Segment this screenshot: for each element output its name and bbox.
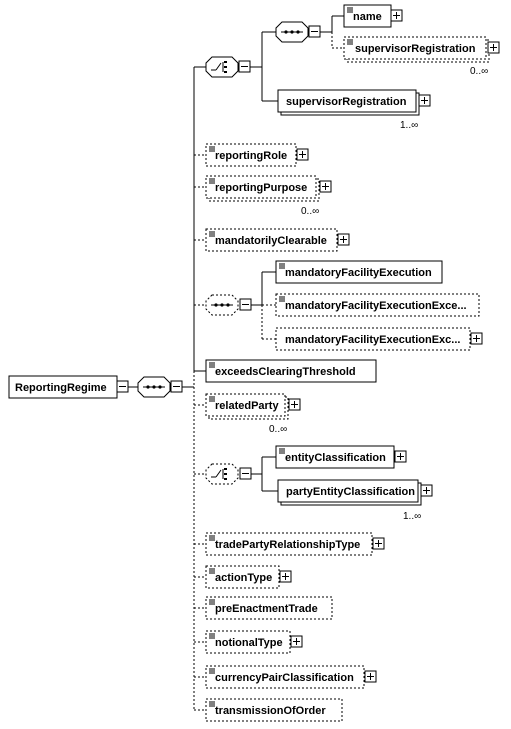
element-related-party[interactable]: relatedParty bbox=[205, 393, 289, 420]
element-name[interactable]: name bbox=[343, 4, 392, 28]
entity-classification-label: entityClassification bbox=[285, 452, 386, 464]
reporting-role-expand-button[interactable] bbox=[296, 148, 309, 161]
mandatorily-clearable-expand-button[interactable] bbox=[337, 233, 350, 246]
choice-supervisor-collapse-button[interactable] bbox=[238, 60, 251, 73]
element-reporting-purpose[interactable]: reportingPurpose bbox=[205, 175, 320, 202]
element-currency-pair-classification[interactable]: currencyPairClassification bbox=[205, 665, 365, 689]
related-party-occurrence: 0..∞ bbox=[269, 424, 287, 435]
pre-enactment-trade-label: preEnactmentTrade bbox=[215, 603, 318, 615]
element-reporting-role[interactable]: reportingRole bbox=[205, 143, 297, 167]
element-party-entity-classification[interactable]: partyEntityClassification bbox=[277, 479, 422, 506]
notional-type-label: notionalType bbox=[215, 637, 283, 649]
root-collapse-button[interactable] bbox=[116, 380, 129, 393]
supervisor-registration-optional-label: supervisorRegistration bbox=[355, 43, 476, 55]
trade-party-relationship-type-label: tradePartyRelationshipType bbox=[215, 539, 360, 551]
transmission-of-order-label: transmissionOfOrder bbox=[215, 705, 326, 717]
supervisor-registration-optional-expand-button[interactable] bbox=[487, 41, 500, 54]
root-element[interactable]: ReportingRegime bbox=[8, 375, 118, 399]
reporting-role-label: reportingRole bbox=[215, 150, 287, 162]
supervisor-registration-optional-occurrence: 0..∞ bbox=[470, 66, 488, 77]
related-party-expand-button[interactable] bbox=[288, 398, 301, 411]
trade-party-relationship-type-expand-button[interactable] bbox=[372, 537, 385, 550]
element-exceeds-clearing-threshold[interactable]: exceedsClearingThreshold bbox=[205, 359, 377, 383]
sequence-name-collapse-button[interactable] bbox=[308, 25, 321, 38]
entity-classification-expand-button[interactable] bbox=[394, 450, 407, 463]
root-label: ReportingRegime bbox=[15, 382, 107, 394]
mandatorily-clearable-label: mandatorilyClearable bbox=[215, 235, 327, 247]
supervisor-registration-required-label: supervisorRegistration bbox=[286, 96, 407, 108]
sequence-compositor-name bbox=[275, 21, 309, 43]
element-supervisor-registration-optional[interactable]: supervisorRegistration bbox=[343, 36, 490, 63]
action-type-label: actionType bbox=[215, 572, 272, 584]
reporting-purpose-expand-button[interactable] bbox=[319, 180, 332, 193]
element-action-type[interactable]: actionType bbox=[205, 565, 280, 589]
element-name-label: name bbox=[353, 11, 382, 23]
element-name-expand-button[interactable] bbox=[390, 9, 403, 22]
party-entity-classification-occurrence: 1..∞ bbox=[403, 511, 421, 522]
element-notional-type[interactable]: notionalType bbox=[205, 630, 291, 654]
main-sequence-collapse-button[interactable] bbox=[170, 380, 183, 393]
supervisor-registration-required-expand-button[interactable] bbox=[418, 94, 431, 107]
mandatory-facility-execution-label: mandatoryFacilityExecution bbox=[285, 267, 432, 279]
mandatory-facility-execution-exce-label: mandatoryFacilityExecutionExce... bbox=[285, 300, 467, 312]
party-entity-classification-label: partyEntityClassification bbox=[286, 486, 415, 498]
exceeds-clearing-threshold-label: exceedsClearingThreshold bbox=[215, 366, 356, 378]
element-mandatorily-clearable[interactable]: mandatorilyClearable bbox=[205, 228, 338, 252]
element-trade-party-relationship-type[interactable]: tradePartyRelationshipType bbox=[205, 532, 373, 556]
element-supervisor-registration-required[interactable]: supervisorRegistration bbox=[277, 89, 420, 116]
main-sequence-compositor bbox=[137, 376, 171, 398]
sequence-compositor-mandatory-facility bbox=[205, 294, 239, 316]
reporting-purpose-occurrence: 0..∞ bbox=[301, 206, 319, 217]
element-mandatory-facility-execution-exce[interactable]: mandatoryFacilityExecutionExce... bbox=[275, 293, 480, 317]
mandatory-facility-execution-exc-expand-button[interactable] bbox=[470, 332, 483, 345]
mandatory-facility-execution-exc-label: mandatoryFacilityExecutionExc... bbox=[285, 334, 460, 346]
element-pre-enactment-trade[interactable]: preEnactmentTrade bbox=[205, 596, 333, 620]
choice-compositor-classification bbox=[205, 463, 239, 485]
action-type-expand-button[interactable] bbox=[279, 570, 292, 583]
supervisor-registration-required-occurrence: 1..∞ bbox=[400, 120, 418, 131]
choice-compositor-supervisor bbox=[205, 56, 239, 78]
currency-pair-classification-expand-button[interactable] bbox=[364, 670, 377, 683]
choice-classification-collapse-button[interactable] bbox=[239, 467, 252, 480]
party-entity-classification-expand-button[interactable] bbox=[420, 484, 433, 497]
element-transmission-of-order[interactable]: transmissionOfOrder bbox=[205, 698, 343, 722]
currency-pair-classification-label: currencyPairClassification bbox=[215, 672, 354, 684]
related-party-label: relatedParty bbox=[215, 400, 279, 412]
element-entity-classification[interactable]: entityClassification bbox=[275, 445, 395, 469]
element-mandatory-facility-execution-exc[interactable]: mandatoryFacilityExecutionExc... bbox=[275, 327, 471, 351]
notional-type-expand-button[interactable] bbox=[290, 635, 303, 648]
element-mandatory-facility-execution[interactable]: mandatoryFacilityExecution bbox=[275, 260, 443, 284]
reporting-purpose-label: reportingPurpose bbox=[215, 182, 307, 194]
sequence-mandatory-facility-collapse-button[interactable] bbox=[239, 298, 252, 311]
